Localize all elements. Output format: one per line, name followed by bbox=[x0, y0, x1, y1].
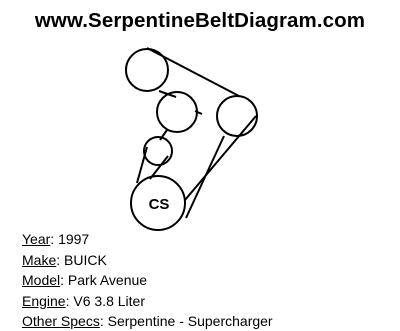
spec-separator: : bbox=[65, 292, 70, 309]
spec-engine-value: V6 3.8 Liter bbox=[73, 292, 145, 309]
spec-model: Model: Park Avenue bbox=[22, 270, 273, 291]
spec-other: Other Specs: Serpentine - Supercharger bbox=[22, 311, 273, 331]
spec-engine-label[interactable]: Engine bbox=[22, 292, 66, 309]
spec-year: Year: 1997 bbox=[22, 229, 273, 250]
small-idler-pulley bbox=[143, 136, 173, 166]
spec-make: Make: BUICK bbox=[22, 250, 273, 271]
upper-idler-pulley bbox=[125, 48, 169, 92]
spec-year-value: 1997 bbox=[58, 231, 90, 247]
crankshaft-label: CS bbox=[149, 196, 170, 213]
spec-model-label[interactable]: Model bbox=[22, 272, 61, 288]
spec-model-value: Park Avenue bbox=[67, 272, 148, 288]
belt-segment bbox=[136, 146, 148, 184]
spec-engine: Engine: V6 3.8 Liter bbox=[22, 291, 273, 312]
spec-separator: : bbox=[56, 251, 61, 268]
spec-other-value: Serpentine - Supercharger bbox=[107, 313, 273, 329]
spec-make-label[interactable]: Make bbox=[22, 251, 57, 268]
spec-separator: : bbox=[60, 272, 65, 288]
belt-segment bbox=[184, 115, 257, 201]
spec-other-label[interactable]: Other Specs bbox=[22, 313, 100, 329]
belt-segment bbox=[185, 135, 225, 219]
spec-separator: : bbox=[50, 231, 55, 247]
spec-make-value: BUICK bbox=[64, 251, 107, 268]
site-title: www.SerpentineBeltDiagram.com bbox=[34, 9, 366, 32]
spec-year-label[interactable]: Year bbox=[22, 231, 51, 247]
crankshaft-pulley bbox=[130, 175, 186, 231]
belt-segment bbox=[149, 155, 169, 180]
right-pulley bbox=[216, 95, 258, 137]
spec-separator: : bbox=[99, 313, 104, 329]
middle-pulley bbox=[156, 91, 198, 133]
vehicle-specs: Year: 1997 Make: BUICK Model: Park Avenu… bbox=[22, 229, 273, 331]
